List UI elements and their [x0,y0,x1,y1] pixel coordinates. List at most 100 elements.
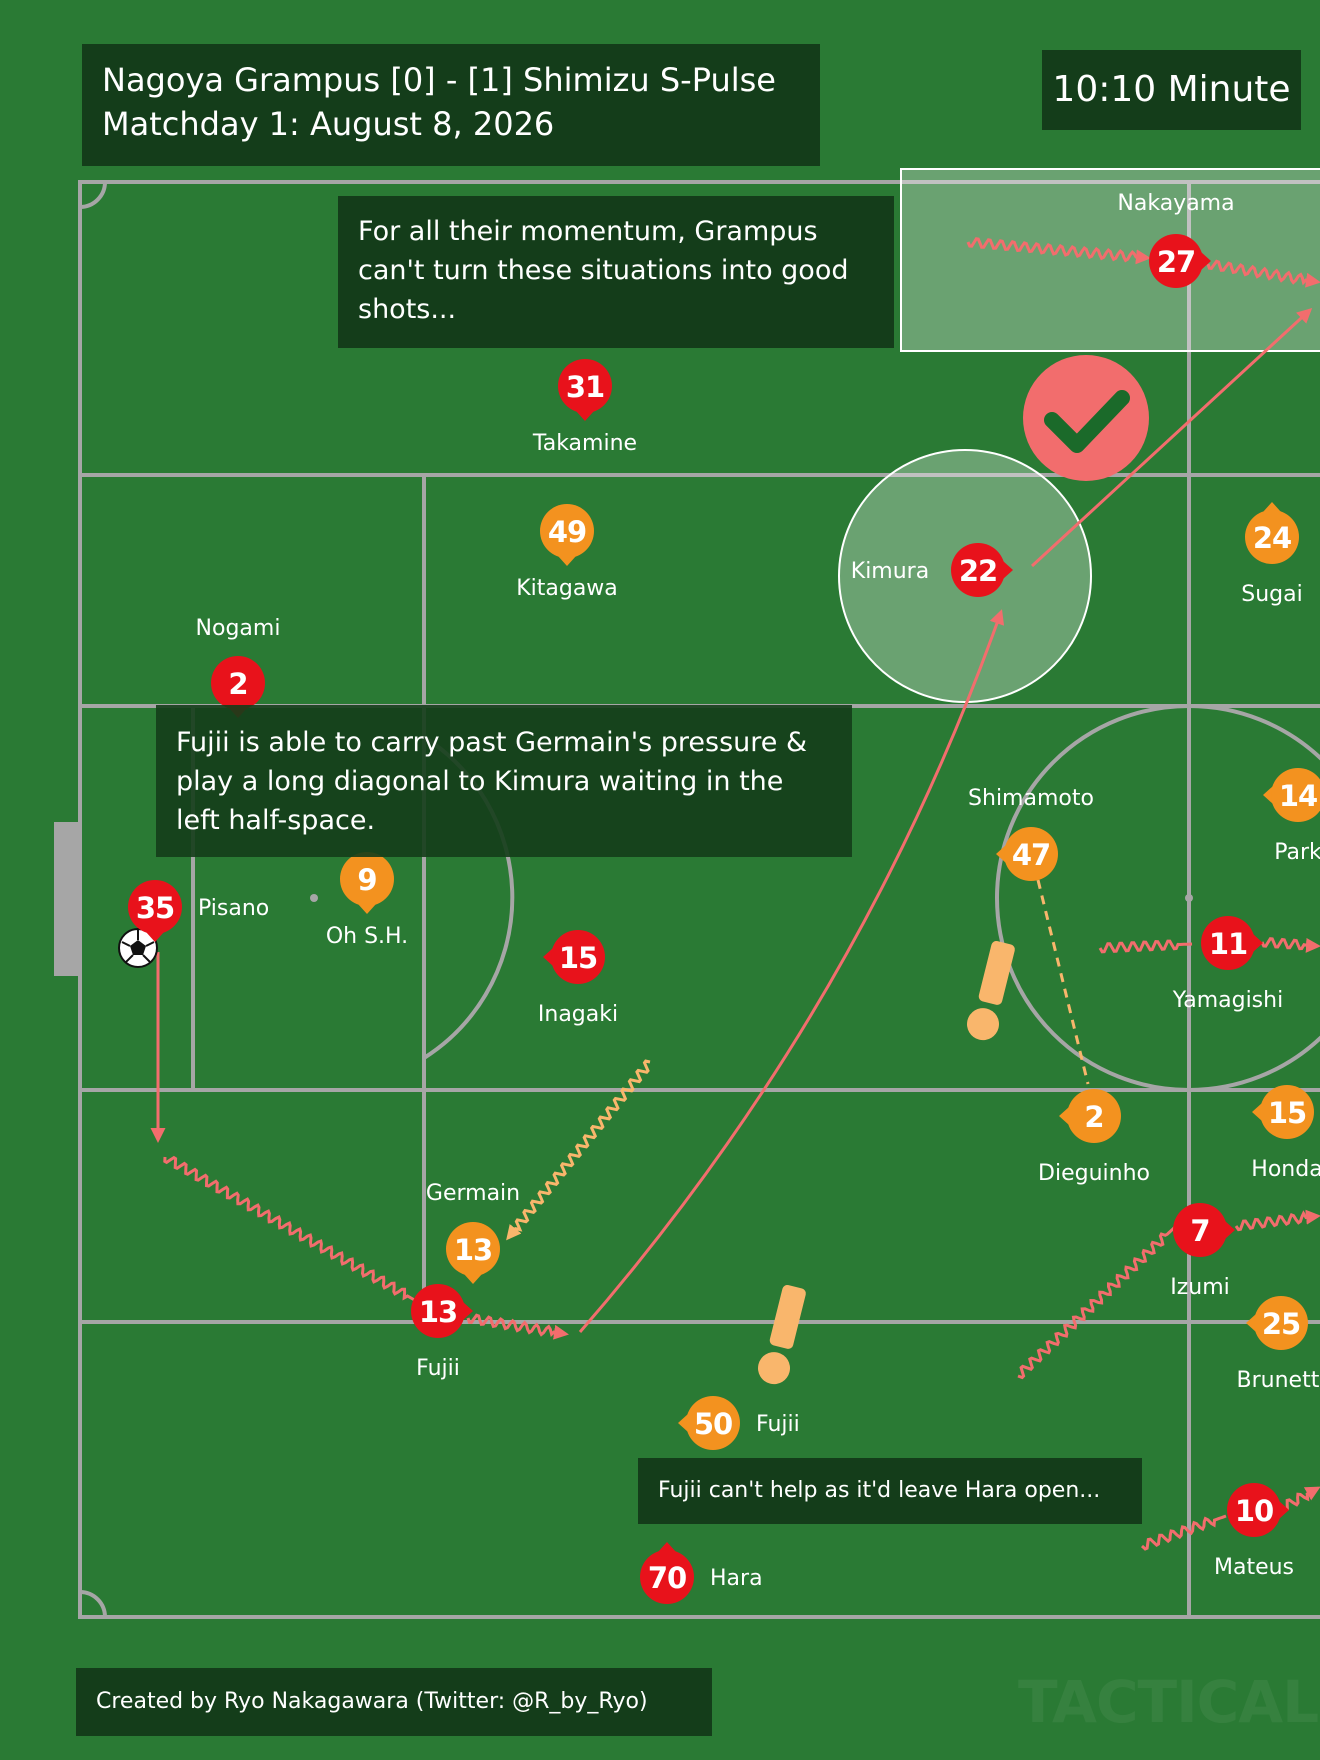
player-name: Honda [1251,1157,1320,1182]
player-number: 13 [419,1295,457,1329]
player-number: 14 [1279,779,1317,813]
player-number: 13 [454,1233,492,1267]
mateus-run-continue [1281,1486,1320,1513]
watermark-suffix: ista [1318,1668,1320,1736]
direction-pointer [1201,252,1211,270]
player-red-2: 2 Nogami [196,616,281,718]
player-orange-50: 50 Fujii [678,1396,800,1450]
callout-bottom: Fujii can't help as it'd leave Hara open… [638,1458,1142,1524]
direction-pointer [146,932,164,942]
player-marker [340,852,394,906]
player-name: Inagaki [538,1002,618,1027]
center-circle [995,704,1320,1092]
player-name: Dieguinho [1038,1161,1150,1186]
watermark-main: TACTICAL [1018,1668,1319,1736]
player-number: 9 [357,863,376,897]
player-number: 31 [566,370,604,404]
player-red-70: 70 Hara [640,1542,763,1604]
center-spot [1185,894,1193,902]
player-marker [1173,1203,1227,1257]
match-minute: 10:10 Minute [1042,50,1301,130]
direction-pointer [1263,502,1281,512]
player-marker [1254,1296,1308,1350]
izumi-run [1017,1224,1178,1380]
exclamation-icon [758,1285,806,1385]
player-marker [540,504,594,558]
shimamoto-cover-line [1036,879,1090,1085]
player-number: 50 [694,1407,732,1441]
player-name: Park [1274,840,1320,865]
player-marker [1245,510,1299,564]
player-number: 2 [1084,1100,1103,1134]
player-name: Yamagishi [1172,988,1283,1013]
player-number: 27 [1157,245,1195,279]
credit-line: Created by Ryo Nakagawara (Twitter: @R_b… [76,1668,712,1736]
player-number: 70 [648,1561,686,1595]
direction-pointer [1279,1501,1289,1519]
player-number: 49 [548,515,586,549]
player-name: Fujii [416,1356,460,1381]
direction-pointer [558,556,576,566]
player-name: Nogami [196,616,281,641]
player-name: Izumi [1170,1275,1230,1300]
player-number: 47 [1012,838,1050,872]
player-name: Germain [426,1181,520,1206]
yamagishi-run [1098,939,1193,954]
corner-arc-top [79,181,107,209]
direction-pointer [463,1302,473,1320]
player-name: Hara [710,1566,763,1591]
player-marker [211,656,265,710]
player-marker [1260,1085,1314,1139]
player-marker [1004,827,1058,881]
player-marker [551,930,605,984]
match-title: Nagoya Grampus [0] - [1] Shimizu S-Pulse [102,61,776,99]
watermark: TACTICALista [1018,1668,1320,1736]
player-number: 2 [228,667,247,701]
nakayama-run-continue [1206,259,1320,288]
direction-pointer [1252,1103,1262,1121]
player-marker [1067,1089,1121,1143]
yamagishi-run-continue [1260,937,1320,953]
direction-pointer [996,845,1006,863]
player-name: Brunetti [1237,1368,1320,1393]
player-name: Fujii [756,1412,800,1437]
player-number: 10 [1235,1494,1273,1528]
pisano-dribble-run [163,1155,419,1304]
player-number: 15 [1268,1096,1306,1130]
fujii-long-pass-arrow [578,609,1005,1333]
direction-pointer [464,1274,482,1284]
check-icon [1023,355,1149,481]
player-number: 22 [959,554,997,588]
player-name: Mateus [1214,1555,1294,1580]
izumi-run-continue [1234,1209,1320,1232]
direction-pointer [1225,1221,1235,1239]
player-number: 35 [136,891,174,925]
player-marker [1201,916,1255,970]
direction-pointer [658,1542,676,1552]
kimura-pass-arrow [1030,307,1313,568]
player-name: Shimamoto [968,786,1094,811]
player-marker [640,1550,694,1604]
player-number: 7 [1190,1214,1209,1248]
nakayama-run [966,237,1151,265]
player-marker [951,543,1005,597]
direction-pointer [1253,934,1263,952]
highlight-zone-nakayama [900,168,1320,352]
matchday-date: Matchday 1: August 8, 2026 [102,105,555,143]
player-number: 24 [1253,521,1291,555]
player-marker [411,1284,465,1338]
callout-top: For all their momentum, Grampus can't tu… [338,196,894,348]
match-header: Nagoya Grampus [0] - [1] Shimizu S-Pulse… [82,44,820,166]
